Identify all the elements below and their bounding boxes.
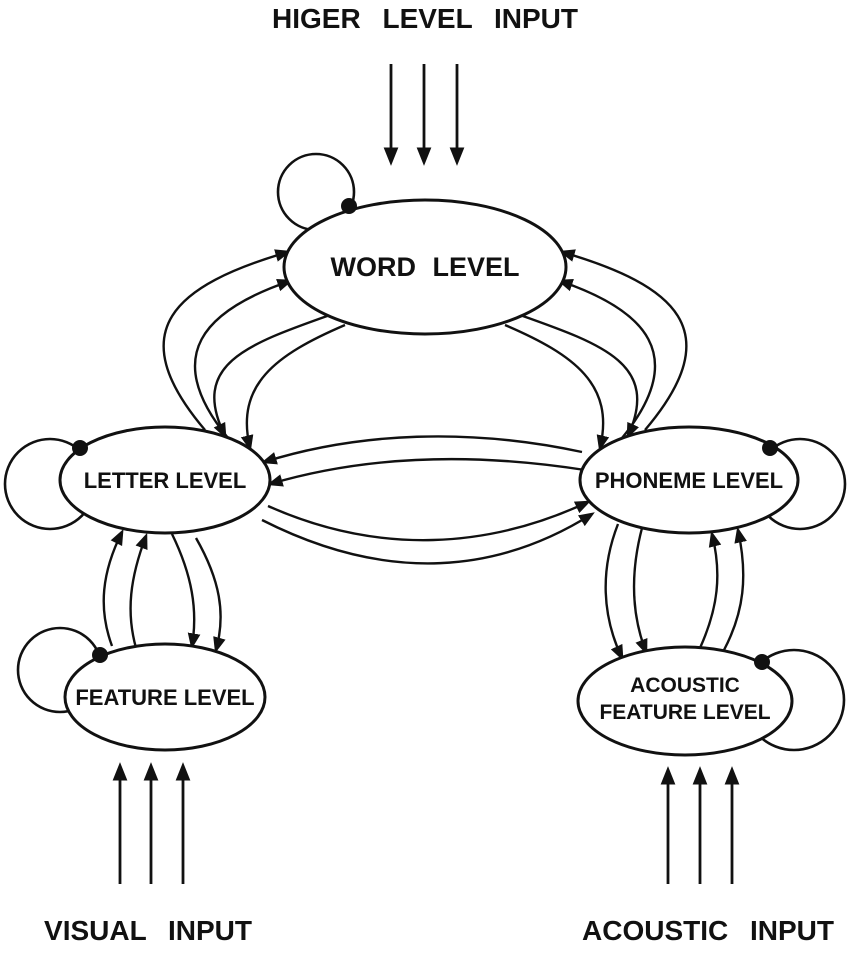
inhibitory-dot-letter-level <box>72 440 88 456</box>
excitatory-arrows-letter-phoneme <box>260 435 595 565</box>
inhibitory-dot-feature-level <box>92 647 108 663</box>
acoustic-feature-level-label-line1: ACOUSTIC <box>630 674 740 697</box>
visual-input-arrows <box>112 762 191 884</box>
node-feature-level: FEATURE LEVEL <box>63 642 267 752</box>
letter-level-label: LETTER LEVEL <box>84 468 247 493</box>
higher-level-input-label: HIGER LEVEL INPUT <box>272 3 578 34</box>
inhibitory-dot-acoustic-feature-level <box>754 654 770 670</box>
word-level-label: WORD LEVEL <box>331 252 520 282</box>
acoustic-feature-level-label-line2: FEATURE LEVEL <box>599 701 770 724</box>
excitatory-arrows-phoneme-acoustic-feature <box>604 523 747 662</box>
excitatory-arrows-word-phoneme <box>504 249 688 452</box>
inhibitory-dot-phoneme-level <box>762 440 778 456</box>
feature-level-label: FEATURE LEVEL <box>75 685 254 710</box>
excitatory-arrows-letter-feature <box>102 528 226 654</box>
node-phoneme-level: PHONEME LEVEL <box>578 425 800 535</box>
inhibitory-dot-word-level <box>341 198 357 214</box>
acoustic-input-label: ACOUSTIC INPUT <box>582 915 834 946</box>
higher-level-input-arrows <box>383 64 465 166</box>
acoustic-input-arrows <box>660 766 740 884</box>
visual-input-label: VISUAL INPUT <box>44 915 252 946</box>
node-acoustic-feature-level: ACOUSTIC FEATURE LEVEL <box>576 645 794 757</box>
excitatory-arrows-word-letter <box>162 249 346 452</box>
node-letter-level: LETTER LEVEL <box>58 425 272 535</box>
node-word-level: WORD LEVEL <box>282 198 568 336</box>
phoneme-level-label: PHONEME LEVEL <box>595 468 783 493</box>
